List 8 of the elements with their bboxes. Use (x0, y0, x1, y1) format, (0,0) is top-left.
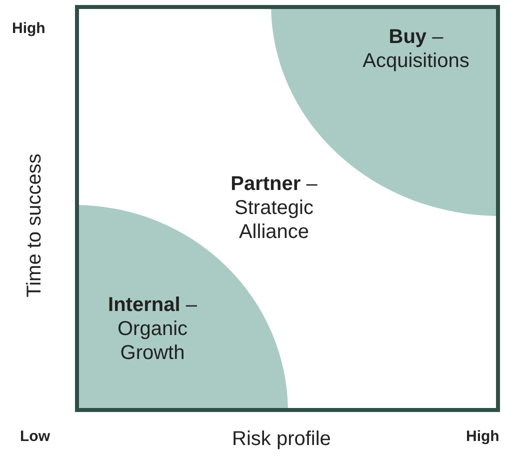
quadrant-label: Partner – Strategic Alliance (230, 172, 318, 244)
axis-title: Time to success (24, 152, 46, 300)
quadrant-label: Buy – Acquisitions (362, 25, 470, 73)
axis-title: Risk profile (232, 428, 331, 451)
quadrant-label: Internal – Organic Growth (107, 293, 198, 365)
axis-tick-label: High (466, 428, 500, 445)
axis-tick-label: High (12, 20, 46, 37)
axis-tick-label: Low (20, 428, 50, 445)
